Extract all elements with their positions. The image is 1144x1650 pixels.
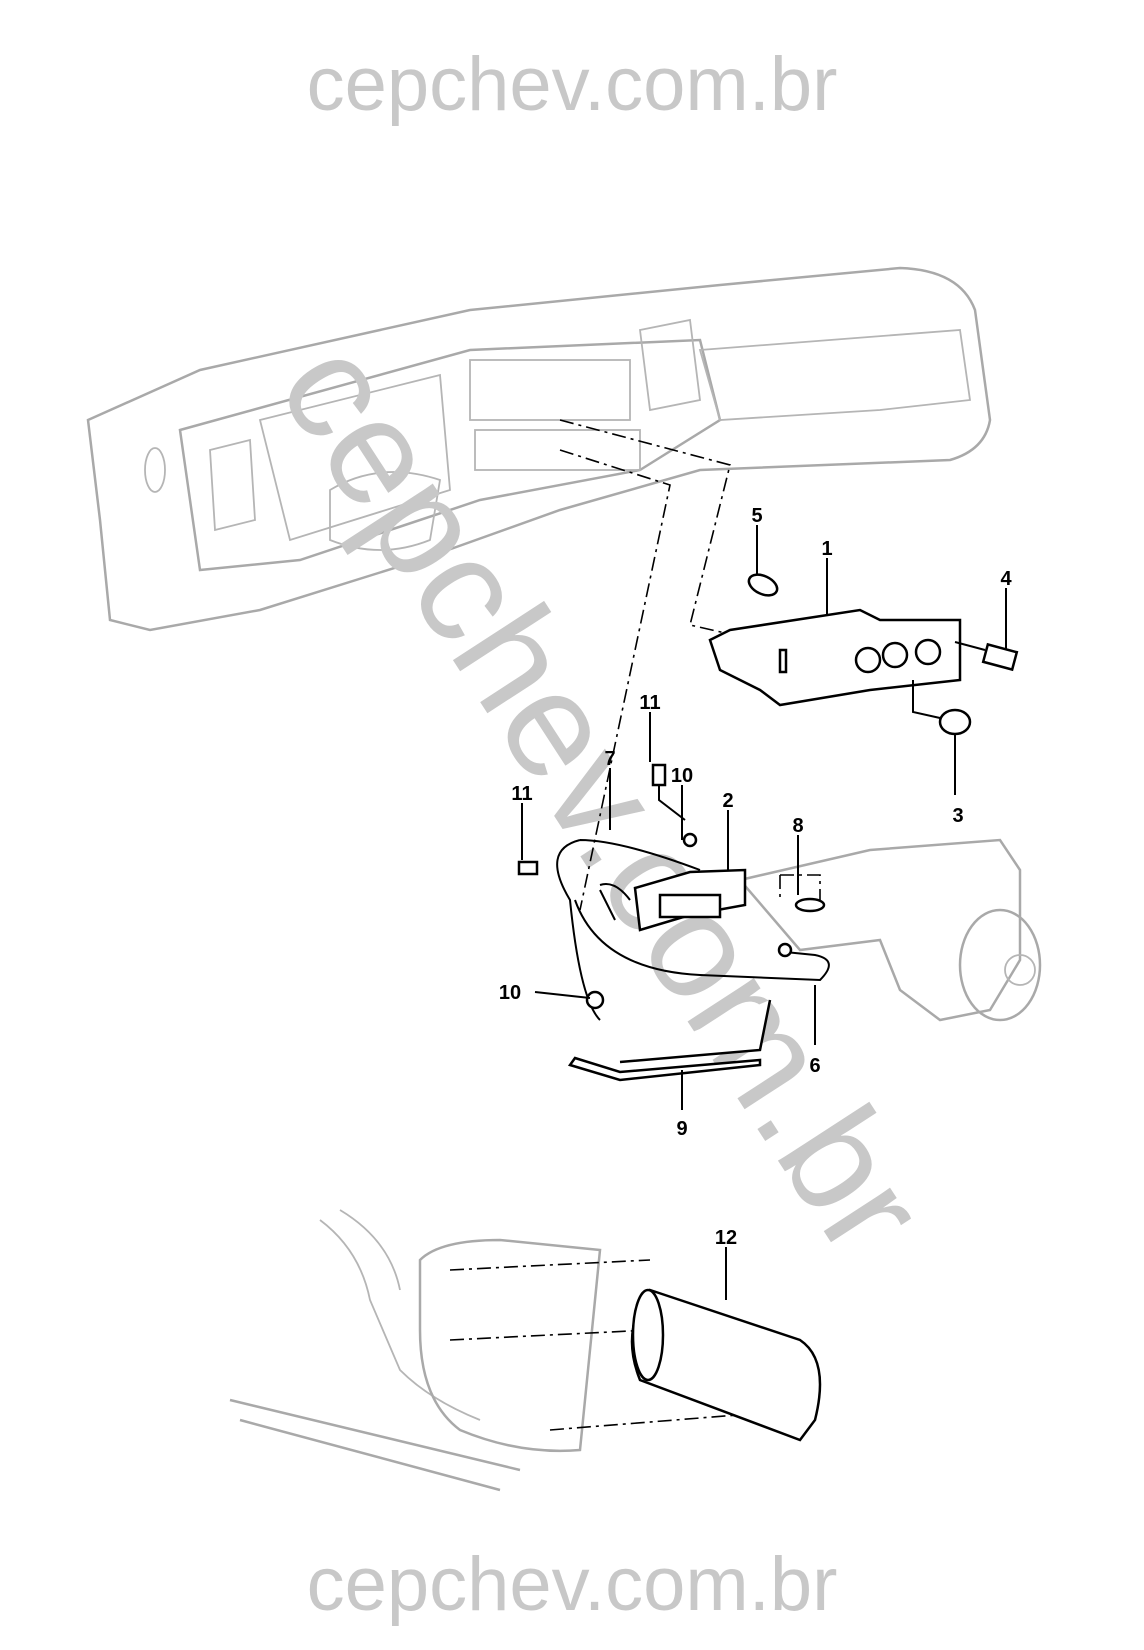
part-12-airbag[interactable]	[630, 1288, 822, 1442]
callout-12: 12	[715, 1227, 737, 1249]
part-10-clip[interactable]	[585, 832, 698, 1010]
part-11-screw[interactable]	[517, 763, 686, 876]
part-8-clip[interactable]	[779, 874, 826, 913]
part-6-harness[interactable]	[574, 899, 830, 982]
glovebox-ghost	[229, 1209, 602, 1492]
part-1-control-assembly[interactable]	[708, 608, 962, 707]
steering-column-ghost	[737, 838, 1042, 1022]
callout-11b: 11	[511, 783, 532, 805]
callout-1: 1	[821, 538, 832, 560]
part-7-harness[interactable]	[556, 839, 701, 1021]
part-9-bracket[interactable]	[567, 999, 772, 1082]
callout-5: 5	[751, 505, 762, 527]
callout-11a: 11	[639, 692, 660, 714]
part-4-screw[interactable]	[954, 641, 1019, 672]
callout-10a: 10	[671, 765, 693, 787]
callout-6: 6	[809, 1055, 820, 1077]
callout-2: 2	[722, 790, 733, 812]
callout-7: 7	[604, 748, 615, 770]
part-5-bulb[interactable]	[746, 571, 781, 600]
part-2-switch[interactable]	[633, 868, 747, 932]
dashboard-ghost	[86, 266, 992, 632]
callout-leaders	[521, 525, 1007, 1300]
part-3-knob[interactable]	[912, 680, 972, 736]
watermark-bottom: cepchev.com.br	[307, 1542, 838, 1627]
callout-4: 4	[1000, 568, 1012, 590]
callout-9: 9	[676, 1118, 687, 1140]
callout-3: 3	[952, 805, 963, 827]
watermark-top: cepchev.com.br	[307, 42, 838, 127]
callout-10b: 10	[499, 982, 521, 1004]
callout-8: 8	[792, 815, 803, 837]
